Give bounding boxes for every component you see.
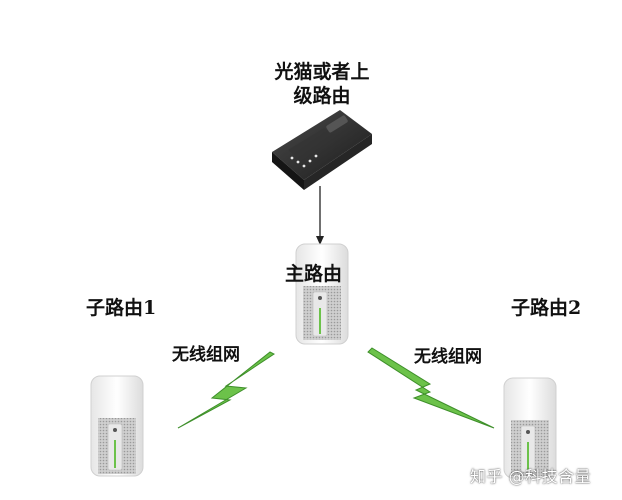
main-router-label: 主路由 xyxy=(285,263,343,285)
wireless-link-2-label: 无线组网 xyxy=(414,347,482,367)
wireless-link-1-label: 无线组网 xyxy=(172,345,240,365)
lightning-bolt-2 xyxy=(367,347,495,429)
sub-router-1-device xyxy=(90,375,144,477)
upstream-label-line-2: 级路由 xyxy=(293,85,351,107)
watermark: 知乎 @科技含量 xyxy=(470,467,592,486)
sub-router-2-device xyxy=(503,377,557,479)
wired-link-arrow xyxy=(316,186,324,245)
sub-router-1-label: 子路由1 xyxy=(86,297,157,319)
upstream-modem-label: 光猫或者上 级路由 xyxy=(262,60,382,108)
main-router-device xyxy=(295,243,349,345)
upstream-label-line-1: 光猫或者上 xyxy=(274,61,370,83)
modem-device xyxy=(272,110,372,190)
sub-router-2-label: 子路由2 xyxy=(511,297,582,319)
lightning-bolt-1 xyxy=(177,351,275,429)
